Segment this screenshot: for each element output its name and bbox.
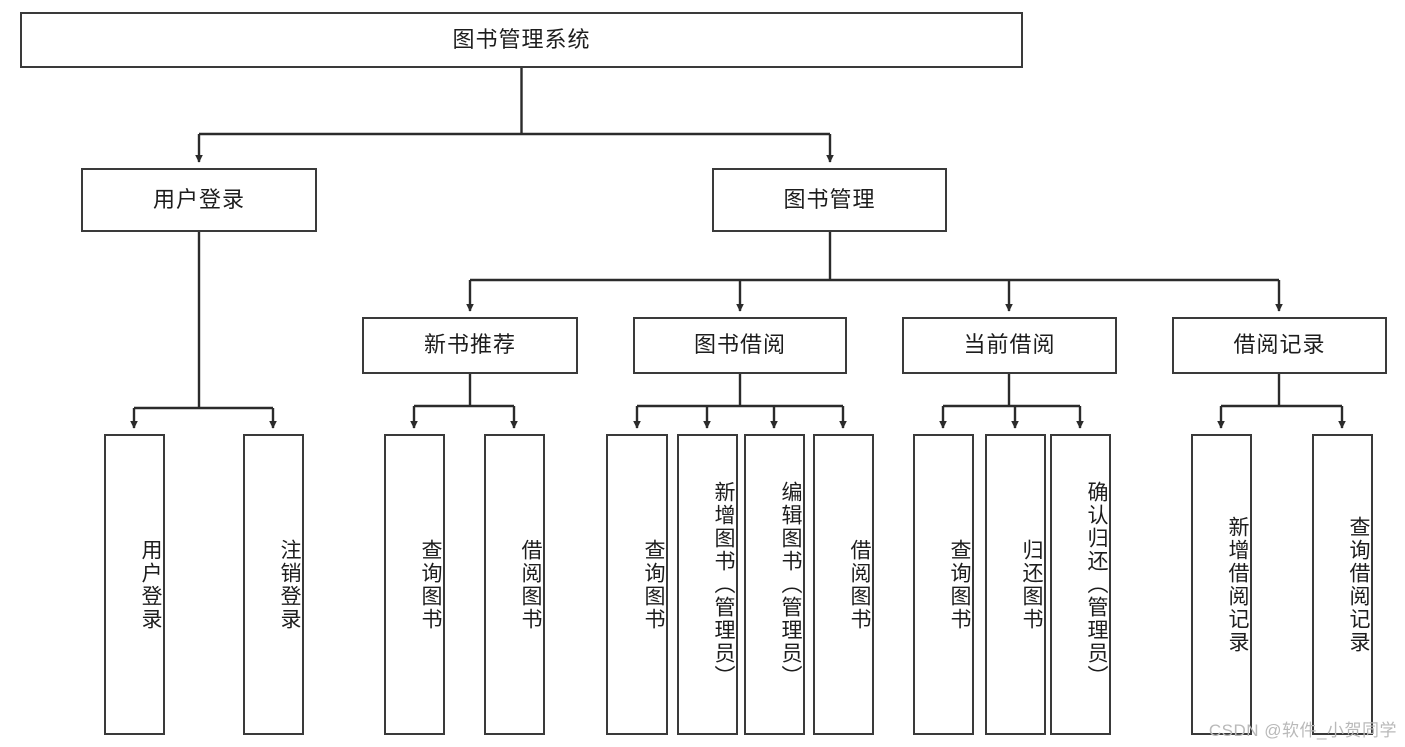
node-leaf-borrow-book-1[interactable]: 借阅图书 [484,434,545,735]
node-leaf-user-login-label: 用户登录 [139,538,162,631]
node-book-manage[interactable]: 图书管理 [712,168,947,232]
node-leaf-query-record-label: 查询借阅记录 [1347,515,1370,654]
node-leaf-edit-book-label: 编辑图书（管理员） [779,481,802,688]
node-leaf-add-record[interactable]: 新增借阅记录 [1191,434,1252,735]
node-leaf-add-book[interactable]: 新增图书（管理员） [677,434,738,735]
node-root[interactable]: 图书管理系统 [20,12,1023,68]
node-leaf-confirm-return-label: 确认归还（管理员） [1085,481,1108,688]
node-leaf-add-book-label: 新增图书（管理员） [712,481,735,688]
node-borrow-record[interactable]: 借阅记录 [1172,317,1387,374]
node-book-borrow-label: 图书借阅 [693,332,786,358]
node-leaf-return-book[interactable]: 归还图书 [985,434,1046,735]
node-new-book-recommend-label: 新书推荐 [423,332,516,358]
node-leaf-return-book-label: 归还图书 [1020,538,1043,631]
node-leaf-borrow-book-2[interactable]: 借阅图书 [813,434,874,735]
node-user-login-label: 用户登录 [152,186,245,212]
node-leaf-borrow-book-2-label: 借阅图书 [848,538,871,631]
node-current-borrow-label: 当前借阅 [963,332,1056,358]
node-leaf-query-book-3-label: 查询图书 [948,538,971,631]
node-leaf-query-book-2[interactable]: 查询图书 [606,434,668,735]
node-leaf-query-book-3[interactable]: 查询图书 [913,434,974,735]
node-leaf-logout-label: 注销登录 [278,538,301,631]
node-leaf-query-book-2-label: 查询图书 [642,538,665,631]
node-leaf-query-book-1-label: 查询图书 [419,538,442,631]
csdn-watermark: CSDN @软件_小贺同学 [1208,721,1397,740]
node-leaf-borrow-book-1-label: 借阅图书 [519,538,542,631]
node-leaf-logout[interactable]: 注销登录 [243,434,304,735]
node-leaf-edit-book[interactable]: 编辑图书（管理员） [744,434,805,735]
node-leaf-add-record-label: 新增借阅记录 [1226,515,1249,654]
node-root-label: 图书管理系统 [452,26,591,52]
node-user-login[interactable]: 用户登录 [81,168,317,232]
node-leaf-query-book-1[interactable]: 查询图书 [384,434,445,735]
node-leaf-query-record[interactable]: 查询借阅记录 [1312,434,1373,735]
node-new-book-recommend[interactable]: 新书推荐 [362,317,578,374]
node-book-manage-label: 图书管理 [783,186,876,212]
node-borrow-record-label: 借阅记录 [1233,332,1326,358]
node-book-borrow[interactable]: 图书借阅 [633,317,847,374]
node-leaf-user-login[interactable]: 用户登录 [104,434,165,735]
node-leaf-confirm-return[interactable]: 确认归还（管理员） [1050,434,1111,735]
node-current-borrow[interactable]: 当前借阅 [902,317,1117,374]
